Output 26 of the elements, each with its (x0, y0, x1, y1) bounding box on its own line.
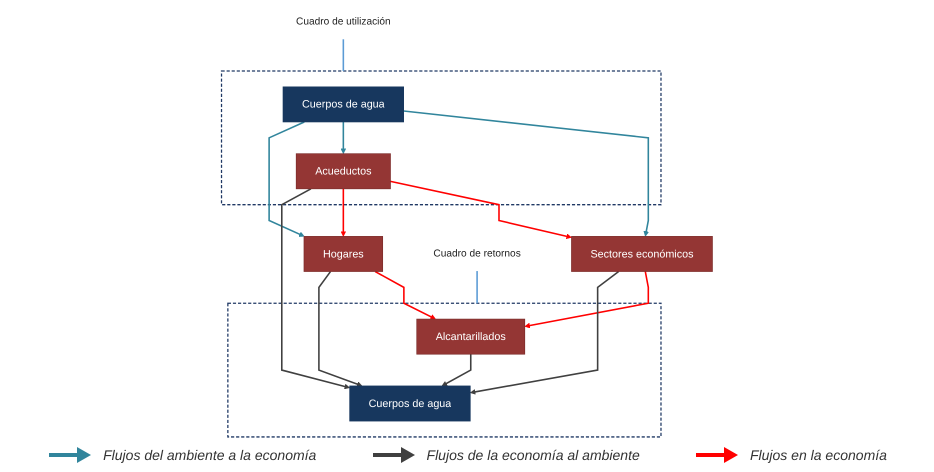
connector (476, 271, 478, 304)
arrow (442, 354, 472, 386)
arrow (340, 188, 346, 237)
node-box: Hogares (304, 236, 384, 272)
legend-text: Flujos del ambiente a la economía (103, 447, 316, 463)
arrow (268, 121, 305, 237)
legend-text: Flujos de la economía al ambiente (426, 447, 640, 463)
node-box: Cuerpos de agua (349, 386, 471, 422)
arrow (340, 122, 346, 154)
arrow (281, 188, 350, 390)
node-box: Acueductos (296, 153, 391, 190)
cluster (220, 70, 662, 206)
arrow (404, 110, 650, 237)
legend-text: Flujos en la economía (750, 447, 887, 463)
arrow (318, 271, 362, 387)
arrow (470, 270, 620, 395)
node-text: Cuadro de utilización (296, 16, 391, 28)
connector (342, 39, 344, 71)
node-text: Cuadro de retornos (433, 248, 521, 260)
cluster (227, 302, 662, 438)
arrow (524, 271, 650, 328)
arrow (390, 180, 572, 240)
node-box: Alcantarillados (416, 318, 526, 355)
arrow (374, 270, 436, 320)
node-box: Sectores económicos (571, 236, 713, 272)
node-box: Cuerpos de agua (282, 86, 404, 122)
